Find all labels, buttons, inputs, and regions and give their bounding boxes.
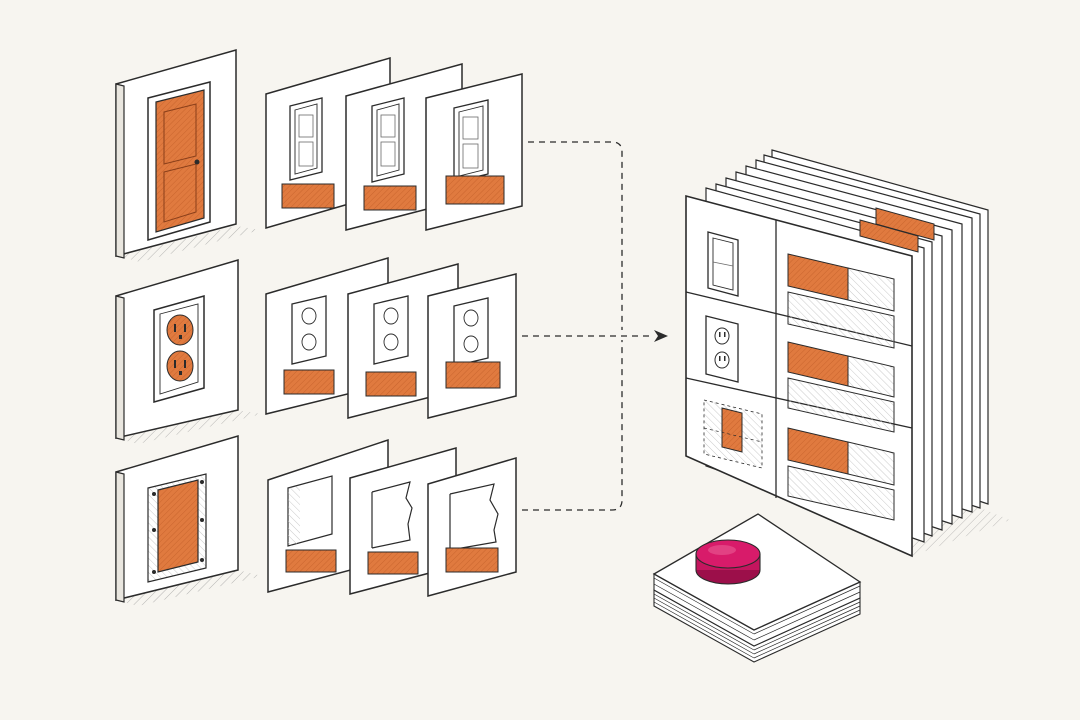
variant-accent-bar: [445, 361, 501, 389]
paper-stack: [652, 513, 862, 663]
variant-accent-bar: [445, 547, 499, 573]
binder-grey-bar: [847, 355, 895, 398]
source-panel-outlet: [115, 258, 239, 441]
binder-grey-bar: [847, 441, 895, 486]
flow-connectors: [522, 141, 650, 511]
push-button-icon[interactable]: [695, 539, 761, 585]
binder-grey-bar: [787, 465, 895, 521]
binder-row-wall-patch: [703, 399, 895, 521]
wall-hole-icon: [449, 483, 499, 551]
outlet-icon: [153, 295, 205, 403]
binder-grey-bar: [787, 377, 895, 433]
door-outline-icon: [453, 99, 489, 183]
variant-accent-bar: [363, 185, 417, 211]
variant-accent-bar: [285, 549, 337, 573]
outlet-outline-icon: [291, 295, 327, 365]
outlet-outline-icon: [453, 297, 489, 367]
variant-accent-bar: [365, 371, 417, 397]
wall-patch-icon: [147, 473, 207, 583]
connector-doors: [528, 141, 623, 330]
wall-hole-icon: [287, 475, 333, 547]
variant-panel-door-3: [425, 73, 523, 231]
row-doors: [115, 49, 523, 262]
wall-hole-icon: [371, 481, 413, 549]
binder-row-door: [707, 231, 895, 349]
variant-accent-bar: [281, 183, 335, 209]
connector-walls: [522, 340, 623, 511]
panel-shadow: [116, 410, 262, 444]
door-outline-icon: [371, 97, 405, 183]
variant-accent-bar: [367, 551, 419, 575]
binder-grey-bar: [847, 267, 895, 312]
arrow-head-icon: [654, 330, 668, 342]
variant-panel-wall-3: [427, 456, 517, 597]
row-outlets: [115, 256, 517, 444]
binder-grey-bar: [787, 291, 895, 349]
source-panel-wall-patch: [115, 434, 239, 603]
outlet-icon: [705, 315, 739, 383]
variant-accent-bar: [283, 369, 335, 395]
binder-tab: [859, 219, 919, 253]
binder-row-outlet: [705, 315, 895, 433]
variant-panel-outlet-3: [427, 273, 517, 419]
wall-patch-icon: [703, 399, 763, 469]
variant-accent-bar: [445, 175, 505, 205]
binder-tabs: [859, 207, 935, 253]
binder-stack: [685, 149, 1010, 558]
binder-tab: [875, 207, 935, 241]
door-icon: [707, 231, 739, 297]
source-panel-door: [115, 49, 237, 259]
binder-front-sheet: [685, 194, 913, 558]
row-wall-patches: [115, 434, 517, 606]
outlet-outline-icon: [373, 295, 409, 365]
door-outline-icon: [289, 97, 323, 181]
panel-shadow: [116, 570, 262, 606]
button-stack: [652, 513, 862, 663]
panel-shadow: [118, 226, 260, 262]
door-icon: [147, 81, 211, 241]
